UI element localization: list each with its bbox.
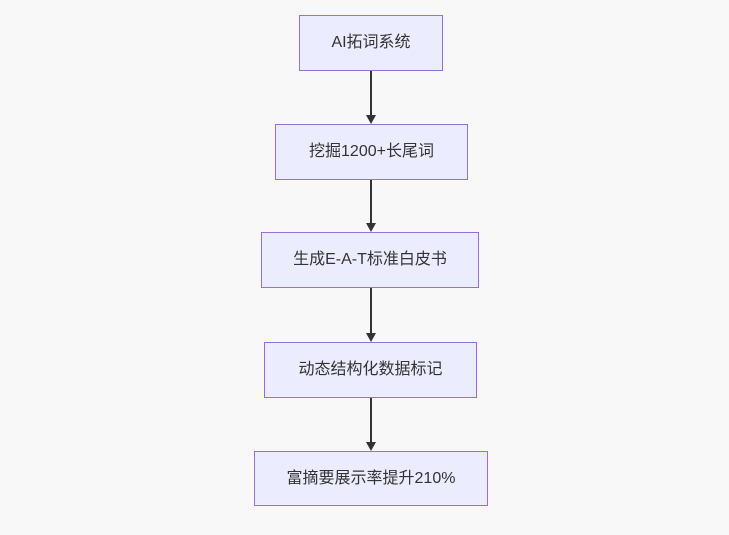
edge-line — [370, 288, 372, 333]
flow-node-label: AI拓词系统 — [331, 34, 411, 51]
arrow-down-icon — [366, 223, 376, 232]
arrow-down-icon — [366, 115, 376, 124]
flow-edge-b-c — [365, 180, 377, 232]
flow-node-structured-data-markup: 动态结构化数据标记 — [264, 342, 477, 398]
flow-node-rich-snippet-result: 富摘要展示率提升210% — [254, 451, 488, 506]
flow-node-label: 动态结构化数据标记 — [298, 361, 443, 378]
flow-edge-c-d — [365, 288, 377, 342]
flow-node-label: 富摘要展示率提升210% — [286, 469, 456, 487]
arrow-down-icon — [366, 442, 376, 451]
edge-line — [370, 398, 372, 442]
edge-line — [370, 180, 372, 223]
edge-line — [370, 71, 372, 115]
flow-edge-d-e — [365, 398, 377, 451]
arrow-down-icon — [366, 333, 376, 342]
flow-node-ai-expansion-system: AI拓词系统 — [299, 15, 443, 71]
flow-node-eat-whitepaper: 生成E-A-T标准白皮书 — [261, 232, 479, 288]
flow-node-label: 生成E-A-T标准白皮书 — [293, 251, 447, 268]
flow-node-longtail-mining: 挖掘1200+长尾词 — [275, 124, 468, 180]
flow-node-label: 挖掘1200+长尾词 — [309, 143, 434, 160]
flow-edge-a-b — [365, 71, 377, 124]
